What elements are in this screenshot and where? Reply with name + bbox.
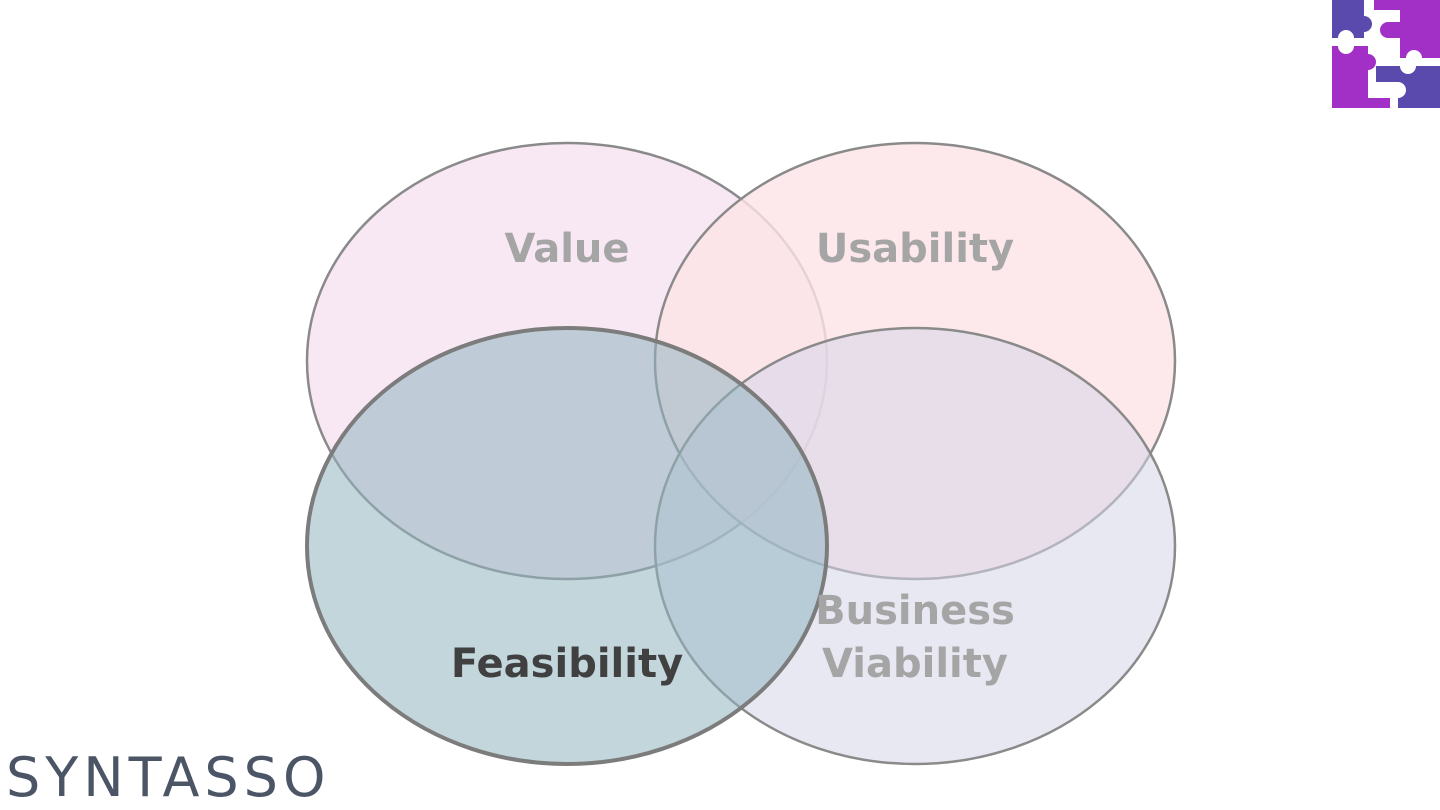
- feasibility-label: Feasibility: [451, 641, 683, 687]
- usability-label: Usability: [816, 226, 1014, 272]
- puzzle-icon: [1332, 0, 1440, 108]
- business-viability-label-line1: Business: [815, 588, 1015, 634]
- business-viability-label-line2: Viability: [822, 641, 1008, 687]
- value-label: Value: [504, 226, 629, 272]
- syntasso-wordmark: SYNTASSO: [6, 746, 331, 809]
- feasibility-set-circle: [305, 326, 829, 766]
